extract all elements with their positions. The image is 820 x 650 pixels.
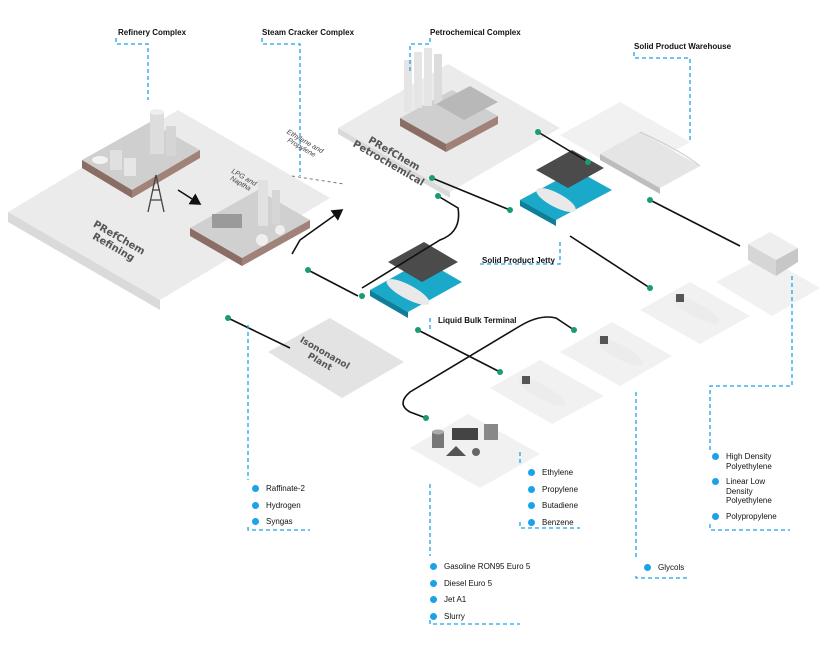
- chemical-products-list: Ethylene Propylene Butadiene Benzene: [528, 468, 578, 527]
- list-item: Slurry: [430, 612, 530, 622]
- list-item: Syngas: [252, 517, 305, 527]
- bullet-dot: [528, 485, 535, 493]
- list-item: Polypropylene: [712, 512, 792, 522]
- bullet-dot: [430, 612, 437, 620]
- polymer-products-list: High Density Polyethylene Linear Low Den…: [712, 452, 792, 522]
- refining-platform: [8, 110, 330, 310]
- callout-lines: [115, 38, 793, 625]
- ethylene-flow-line: [291, 175, 345, 185]
- list-item: Benzene: [528, 518, 578, 528]
- glycol-products-list: Glycols: [644, 563, 684, 573]
- bullet-dot: [712, 453, 719, 460]
- solid-product-jetty: [520, 150, 612, 226]
- bullet-dot: [528, 518, 535, 526]
- list-item: Diesel Euro 5: [430, 579, 530, 589]
- bullet-dot: [712, 512, 719, 520]
- truck: [748, 232, 798, 276]
- solid-product-jetty-title: Solid Product Jetty: [482, 256, 555, 265]
- list-item: Hydrogen: [252, 501, 305, 511]
- bullet-dot: [430, 563, 437, 570]
- isononanol-platform: [268, 318, 404, 398]
- isononanol-products-list: Raffinate-2 Hydrogen Syngas: [252, 484, 305, 527]
- bullet-dot: [430, 596, 437, 604]
- list-item: Glycols: [644, 563, 684, 573]
- bullet-dot: [252, 485, 259, 492]
- petrochemical-complex-title: Petrochemical Complex: [430, 28, 521, 37]
- process-connectors: [177, 131, 741, 419]
- solid-product-warehouse-title: Solid Product Warehouse: [634, 42, 732, 51]
- fuel-products-list: Gasoline RON95 Euro 5 Diesel Euro 5 Jet …: [430, 562, 530, 621]
- bullet-dot: [528, 502, 535, 510]
- list-item: Butadiene: [528, 501, 578, 511]
- bullet-dot: [712, 478, 719, 486]
- bullet-dot: [430, 579, 437, 587]
- bullet-dot: [528, 469, 535, 476]
- list-item: Ethylene: [528, 468, 578, 478]
- list-item: Linear Low Density Polyethylene: [712, 477, 792, 506]
- liquid-bulk-jetty: [370, 242, 462, 318]
- connector-endpoints: [225, 129, 653, 421]
- ships: [518, 294, 720, 406]
- bullet-dot: [252, 501, 259, 509]
- bullet-dot: [644, 564, 651, 571]
- list-item: Gasoline RON95 Euro 5: [430, 562, 530, 572]
- refinery-plant: [82, 109, 200, 213]
- refinery-complex-title: Refinery Complex: [118, 28, 187, 37]
- liquid-bulk-terminal-title: Liquid Bulk Terminal: [438, 316, 517, 325]
- steam-cracker-complex-title: Steam Cracker Complex: [262, 28, 355, 37]
- warehouse-building: [600, 131, 701, 194]
- list-item: Propylene: [528, 485, 578, 495]
- fuel-storage: [432, 424, 498, 456]
- bullet-dot: [252, 518, 259, 526]
- list-item: Jet A1: [430, 595, 530, 605]
- list-item: Raffinate-2: [252, 484, 305, 494]
- steam-cracker-plant: [190, 180, 310, 266]
- list-item: High Density Polyethylene: [712, 452, 792, 471]
- petrochemical-plant: [400, 48, 498, 152]
